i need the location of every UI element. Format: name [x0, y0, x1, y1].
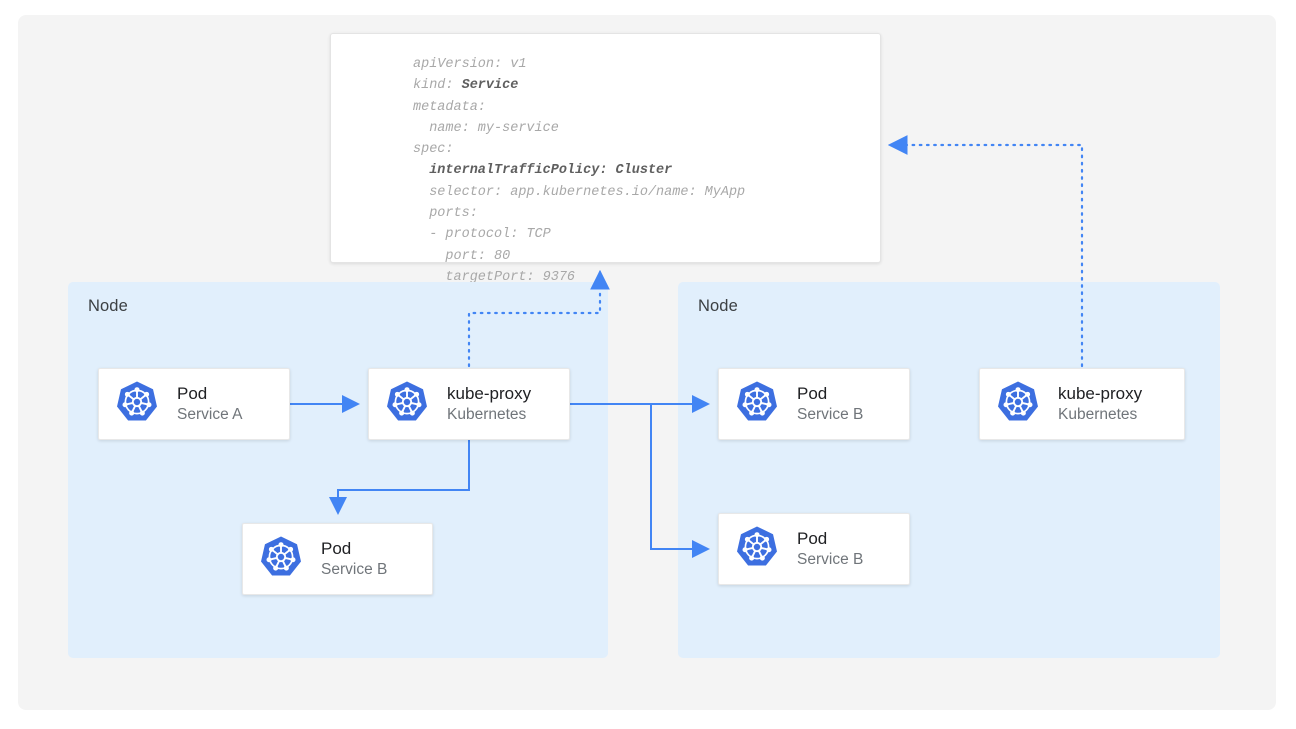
box-labels: Pod Service B	[797, 383, 863, 425]
box-subtitle: Service B	[797, 550, 864, 568]
box-pod-service-a[interactable]: Pod Service A	[98, 368, 290, 440]
box-pod-service-b-right-bottom[interactable]: Pod Service B	[718, 513, 910, 585]
kubernetes-icon	[996, 380, 1040, 429]
box-pod-service-b-left[interactable]: Pod Service B	[242, 523, 433, 595]
node-label-left: Node	[88, 297, 128, 315]
kubernetes-icon	[385, 380, 429, 429]
box-subtitle: Service B	[321, 560, 388, 578]
box-title: Pod	[321, 539, 352, 559]
box-subtitle: Service B	[797, 405, 864, 423]
box-subtitle: Kubernetes	[1058, 405, 1138, 423]
box-title: kube-proxy	[1058, 384, 1143, 404]
box-pod-service-b-right-top[interactable]: Pod Service B	[718, 368, 910, 440]
kubernetes-icon	[735, 525, 779, 574]
box-labels: Pod Service A	[177, 383, 242, 425]
box-labels: Pod Service B	[321, 538, 387, 580]
box-subtitle: Kubernetes	[447, 405, 527, 423]
box-kube-proxy-left[interactable]: kube-proxy Kubernetes	[368, 368, 570, 440]
node-label-right: Node	[698, 297, 738, 315]
node-container-right: Node	[678, 282, 1220, 658]
kubernetes-icon	[735, 380, 779, 429]
box-labels: kube-proxy Kubernetes	[447, 383, 531, 425]
box-kube-proxy-right[interactable]: kube-proxy Kubernetes	[979, 368, 1185, 440]
box-title: Pod	[797, 384, 828, 404]
box-title: kube-proxy	[447, 384, 532, 404]
box-labels: Pod Service B	[797, 528, 863, 570]
box-title: Pod	[797, 529, 828, 549]
box-labels: kube-proxy Kubernetes	[1058, 383, 1142, 425]
node-container-left: Node	[68, 282, 608, 658]
kubernetes-icon	[115, 380, 159, 429]
kubernetes-icon	[259, 535, 303, 584]
box-title: Pod	[177, 384, 208, 404]
box-subtitle: Service A	[177, 405, 243, 423]
